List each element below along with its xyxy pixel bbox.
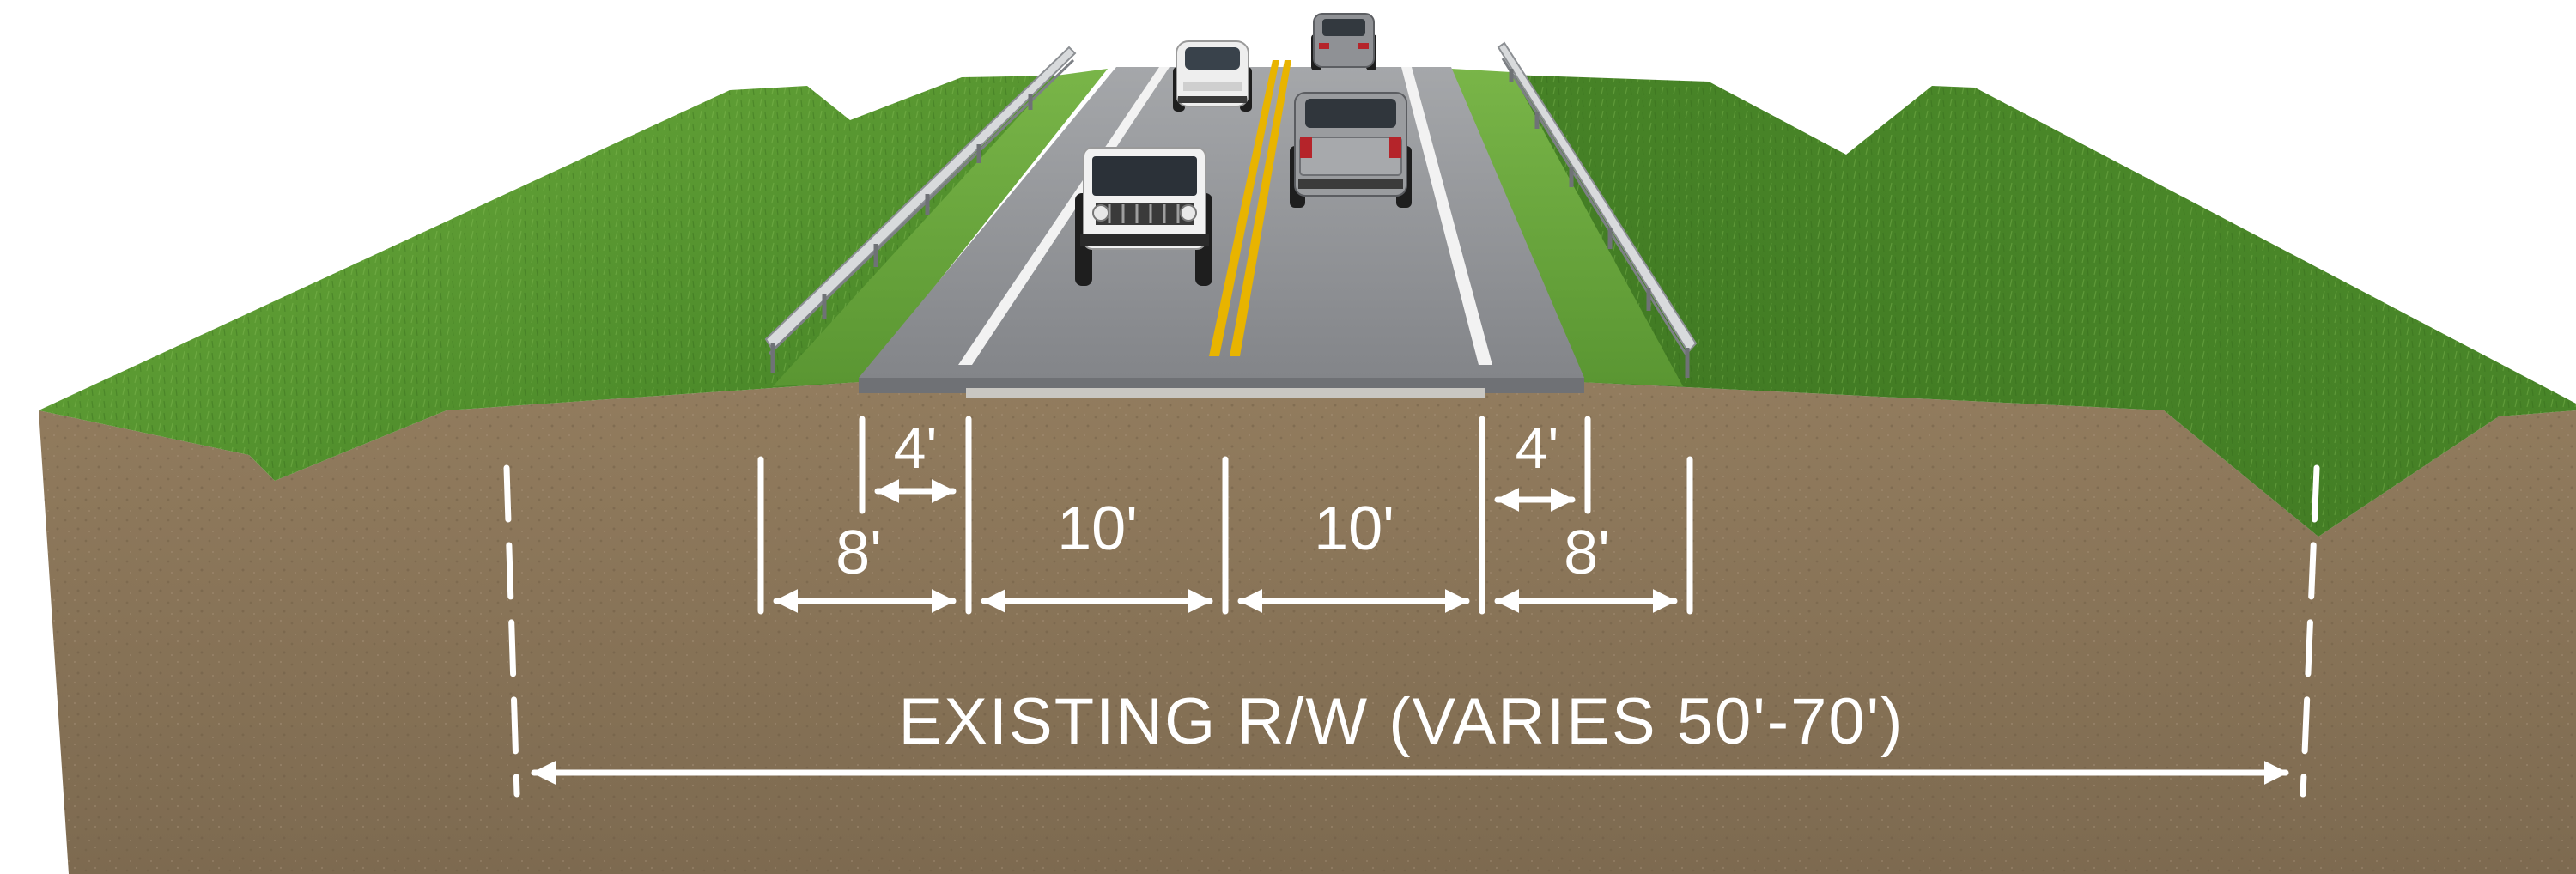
label-right-of-way: EXISTING R/W (VARIES 50'-70') (899, 685, 1905, 758)
label-left-shoulder-total: 8' (835, 519, 882, 587)
label-right-lane: 10' (1314, 495, 1394, 563)
center-line-yellow-2 (1230, 60, 1291, 356)
center-line-yellow-1 (1209, 60, 1279, 356)
ext-line-rw-left (503, 464, 520, 798)
jeep (1075, 147, 1212, 286)
left-edge-line (958, 67, 1170, 365)
label-right-shoulder-paved: 4' (1516, 416, 1559, 481)
right-edge-line (1401, 67, 1492, 365)
ext-line-rw-right (2300, 464, 2320, 798)
right-guardrail (1497, 41, 1698, 378)
pickup-truck (1290, 92, 1412, 208)
label-left-shoulder-paved: 4' (894, 416, 938, 481)
dimension-labels: 4' 8' 10' 10' 4' 8' EXISTING R/W (VARIES… (835, 416, 1905, 758)
terrain (39, 69, 2576, 874)
sedan (1173, 40, 1252, 112)
label-right-shoulder-total: 8' (1564, 519, 1610, 587)
vehicles (1075, 13, 1412, 286)
right-shoulder-grass (1451, 69, 1683, 386)
suv (1311, 13, 1376, 70)
left-shoulder-grass (773, 69, 1108, 386)
base-course (966, 388, 1485, 398)
dimension-lines (503, 416, 2320, 798)
label-left-lane: 10' (1057, 495, 1138, 563)
left-guardrail (764, 46, 1077, 373)
